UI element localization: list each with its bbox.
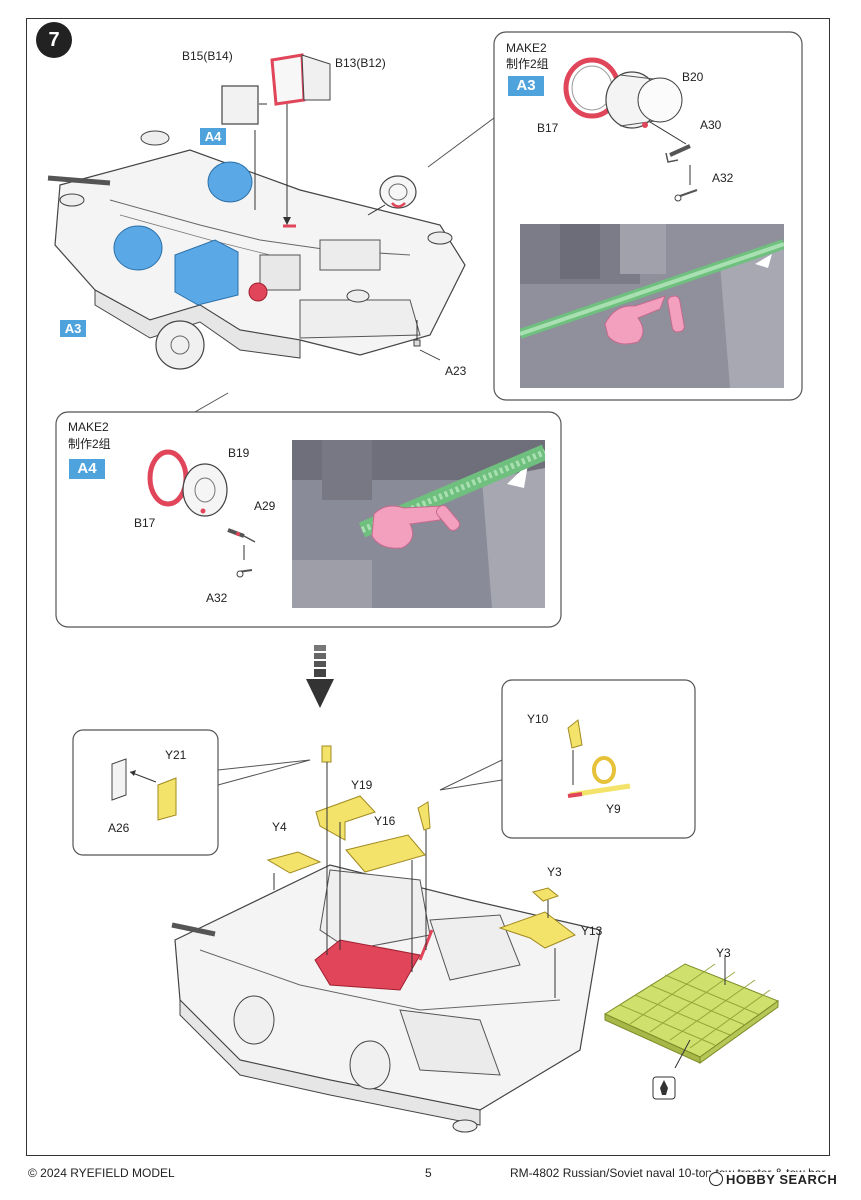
callout-a3-b17: B17 xyxy=(537,121,559,135)
part-label-b15: B15(B14) xyxy=(182,49,233,63)
callout-a4-b19: B19 xyxy=(228,446,250,460)
callout-a4-photo xyxy=(292,440,545,608)
footer-copyright: © 2024 RYEFIELD MODEL xyxy=(28,1166,175,1180)
tag-a3: A3 xyxy=(60,320,86,337)
part-label-y19: Y19 xyxy=(351,778,373,792)
part-label-y3-plate: Y3 xyxy=(716,946,731,960)
callout-a4-make-en: MAKE2 xyxy=(68,420,109,434)
footer-page-number: 5 xyxy=(425,1166,432,1180)
callout-a3-b20: B20 xyxy=(682,70,704,84)
callout-a3-photo-render xyxy=(520,224,784,388)
part-label-y16: Y16 xyxy=(374,814,396,828)
part-label-b13: B13(B12) xyxy=(335,56,386,70)
part-label-a23: A23 xyxy=(445,364,467,378)
callout-a4-make-cn: 制作2组 xyxy=(68,437,111,451)
step-number-badge: 7 xyxy=(36,22,72,58)
part-label-y10: Y10 xyxy=(527,712,549,726)
page-frame xyxy=(26,18,830,1156)
callout-a4-tag: A4 xyxy=(69,459,105,479)
tag-a4: A4 xyxy=(200,128,226,145)
callout-a3-tag: A3 xyxy=(508,76,544,96)
part-label-y21: Y21 xyxy=(165,748,187,762)
part-label-a26: A26 xyxy=(108,821,130,835)
callout-a4-photo-render xyxy=(292,440,545,608)
callout-a3-make-cn: 制作2组 xyxy=(506,57,549,71)
callout-a3-a32: A32 xyxy=(712,171,734,185)
callout-a4-a32: A32 xyxy=(206,591,228,605)
watermark-text: HOBBY SEARCH xyxy=(726,1172,838,1187)
part-label-y9: Y9 xyxy=(606,802,621,816)
callout-a3-photo xyxy=(520,224,784,388)
part-label-y4: Y4 xyxy=(272,820,287,834)
callout-a4-a29: A29 xyxy=(254,499,276,513)
watermark-logo: HOBBY SEARCH xyxy=(707,1172,840,1187)
part-label-y3-small: Y3 xyxy=(547,865,562,879)
callout-a4-b17: B17 xyxy=(134,516,156,530)
callout-a3-a30: A30 xyxy=(700,118,722,132)
callout-a3-make-en: MAKE2 xyxy=(506,41,547,55)
part-label-y13: Y13 xyxy=(581,924,603,938)
watermark-icon xyxy=(709,1172,723,1186)
